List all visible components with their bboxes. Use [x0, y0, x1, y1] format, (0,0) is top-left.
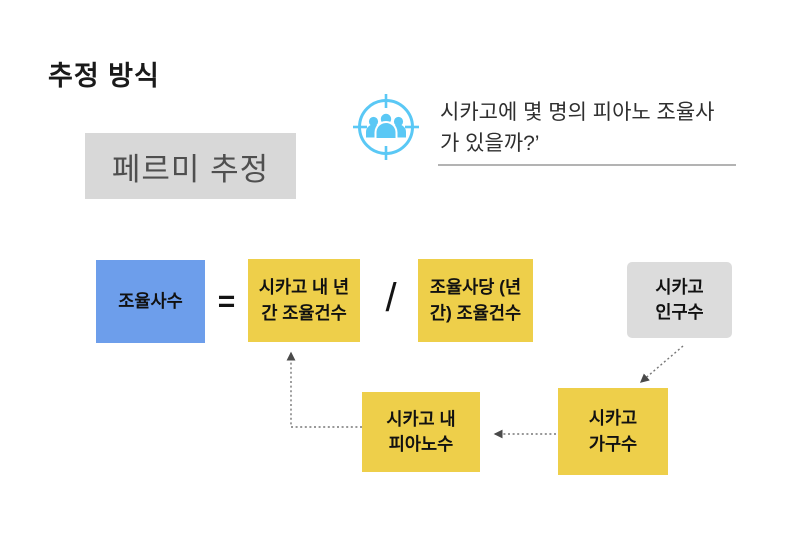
- divide-operator: /: [385, 276, 397, 320]
- question-underline: [438, 164, 736, 166]
- node-label: 조율사수: [118, 290, 183, 311]
- node-label-line: 시카고 내 년: [258, 277, 350, 298]
- node-label-line: 인구수: [655, 302, 704, 322]
- node-label-line: 시카고: [588, 408, 638, 429]
- equals-operator: =: [217, 284, 236, 318]
- arrow-population-to-households: [639, 345, 684, 383]
- node-annual-tunings: 시카고 내 년 간 조율건수: [248, 259, 360, 342]
- node-label-line: 가구수: [588, 433, 638, 454]
- node-households: 시카고 가구수: [558, 388, 668, 475]
- node-tuner-count: 조율사수: [96, 260, 205, 343]
- people-target-icon: [352, 93, 420, 161]
- node-label-line: 시카고 내: [386, 408, 456, 429]
- method-label-box: 페르미 추정: [85, 133, 296, 199]
- node-pianos: 시카고 내 피아노수: [362, 392, 480, 472]
- method-label: 페르미 추정: [111, 151, 270, 187]
- node-label-line: 피아노수: [388, 434, 454, 454]
- node-label-line: 간) 조율건수: [429, 302, 522, 323]
- arrow-pianos-to-annual-tunings: [286, 351, 362, 428]
- question-line-2: 가 있을까?’: [440, 132, 540, 155]
- node-tunings-per-tuner: 조율사당 (년 간) 조율건수: [418, 259, 533, 342]
- question-text: 시카고에 몇 명의 피아노 조율사 가 있을까?’: [440, 97, 770, 159]
- node-label-line: 조율사당 (년: [429, 277, 522, 298]
- question-line-1: 시카고에 몇 명의 피아노 조율사: [440, 101, 715, 124]
- page-title: 추정 방식: [48, 61, 160, 91]
- node-label-line: 시카고: [655, 276, 704, 297]
- node-population: 시카고 인구수: [627, 262, 732, 338]
- node-label-line: 간 조율건수: [261, 302, 347, 323]
